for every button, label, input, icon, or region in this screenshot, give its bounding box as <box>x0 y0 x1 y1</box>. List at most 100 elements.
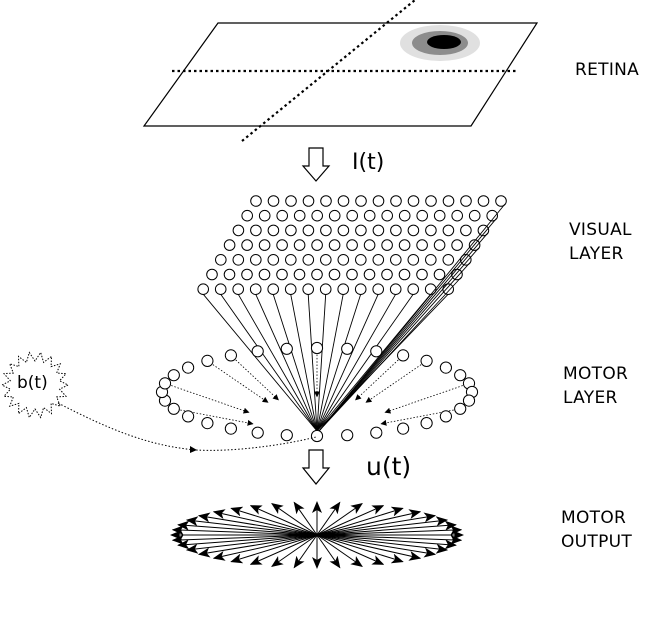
visual-neuron <box>232 253 245 266</box>
motor-neuron <box>251 426 264 439</box>
visual-neuron <box>320 253 332 266</box>
noise-symbol: b(t) <box>17 373 48 393</box>
motor-output-arrow <box>316 534 385 565</box>
visual-neuron <box>267 253 280 266</box>
visual-neuron <box>311 239 323 251</box>
visual-neuron <box>416 209 429 222</box>
motor-output-arrow <box>316 534 457 550</box>
visual-neuron <box>390 224 402 237</box>
visual-neuron <box>197 283 209 296</box>
visual-neuron <box>433 268 446 281</box>
visual-neuron <box>381 209 394 222</box>
motor-output-arrow <box>249 534 318 565</box>
label-motor-output: MOTOR OUTPUT <box>561 506 632 554</box>
noise-source <box>0 351 317 453</box>
motor-output-arrow <box>212 534 318 561</box>
visual-neuron <box>363 268 376 281</box>
projection-line <box>290 294 318 432</box>
visual-neuron <box>319 283 332 296</box>
visual-neuron <box>468 209 481 222</box>
motor-output-arrow <box>249 505 318 536</box>
projection-line <box>316 294 327 432</box>
motor-output-arrow <box>230 506 318 536</box>
visual-neuron <box>337 253 350 266</box>
visual-neuron <box>258 239 271 251</box>
output-symbol: u(t) <box>366 452 412 481</box>
noise-star <box>0 351 70 419</box>
motor-neuron <box>280 429 293 442</box>
motor-output-arrow <box>185 534 318 554</box>
motor-neuron <box>420 354 433 367</box>
projection-line <box>307 294 318 432</box>
visual-neuron <box>398 209 411 222</box>
lateral-connection <box>230 355 279 401</box>
visual-neuron <box>276 209 289 222</box>
visual-neuron <box>425 195 437 207</box>
motor-neuron <box>397 422 410 435</box>
visual-neuron <box>337 195 350 207</box>
visual-neuron <box>372 195 385 207</box>
lateral-connection <box>384 383 470 414</box>
motor-output-arrow <box>316 512 437 536</box>
visual-neuron <box>442 195 455 207</box>
motor-output-arrow <box>316 506 404 536</box>
visual-neuron <box>433 239 446 251</box>
visual-neuron <box>372 283 385 296</box>
motor-neuron <box>310 341 324 355</box>
visual-neuron <box>390 253 402 266</box>
label-visual-layer-line1: VISUAL <box>569 220 632 240</box>
visual-neuron <box>355 224 367 237</box>
motor-neuron <box>462 394 476 407</box>
motor-output-arrow <box>230 534 318 564</box>
lateral-connection <box>355 355 404 401</box>
visual-neuron <box>442 253 455 266</box>
motor-neuron <box>182 361 195 374</box>
visual-neuron <box>320 195 332 207</box>
motor-neuron <box>167 402 180 415</box>
visual-neuron <box>302 195 315 207</box>
motor-output-arrow <box>177 534 318 550</box>
visual-neuron <box>407 195 420 207</box>
input-symbol: I(t) <box>352 150 385 175</box>
motor-output-arrow <box>316 534 437 558</box>
label-retina: RETINA <box>575 60 640 80</box>
lateral-connection <box>164 383 250 414</box>
projection-line <box>272 294 318 432</box>
visual-neuron <box>206 268 218 281</box>
motor-neuron-active <box>310 429 324 443</box>
visual-neuron <box>241 268 253 281</box>
motor-neuron <box>454 402 467 415</box>
visual-neuron <box>416 268 428 281</box>
motor-neuron <box>201 417 214 430</box>
visual-neuron <box>372 253 385 266</box>
projection-line <box>318 247 479 432</box>
visual-neuron <box>433 209 446 222</box>
visual-neuron <box>355 253 367 266</box>
motor-output-arrow <box>271 503 318 536</box>
visual-neuron <box>381 239 393 251</box>
stimulus-center <box>427 35 461 49</box>
motor-output-arrow <box>316 534 463 545</box>
visual-neuron <box>285 195 297 207</box>
visual-neuron <box>285 224 297 237</box>
visual-neuron <box>346 209 359 222</box>
visual-layer <box>197 195 507 296</box>
visual-neuron <box>250 224 262 237</box>
motor-output-arrow <box>271 534 318 567</box>
visual-neuron <box>241 209 253 222</box>
motor-output-arrow <box>316 516 449 536</box>
motor-output-arrow <box>316 501 341 536</box>
visual-neuron <box>407 283 420 296</box>
visual-neuron <box>337 283 350 296</box>
label-motor-layer-line2: LAYER <box>563 388 618 408</box>
visual-neuron <box>232 224 245 237</box>
projection-line <box>255 294 318 432</box>
visual-neuron <box>477 195 490 207</box>
projection-line <box>318 218 497 432</box>
visual-neuron <box>495 195 507 207</box>
visual-neuron <box>398 239 411 251</box>
motor-neuron <box>224 349 237 362</box>
visual-neuron <box>389 283 402 296</box>
projection-line <box>220 293 318 432</box>
visual-neuron <box>337 224 350 237</box>
